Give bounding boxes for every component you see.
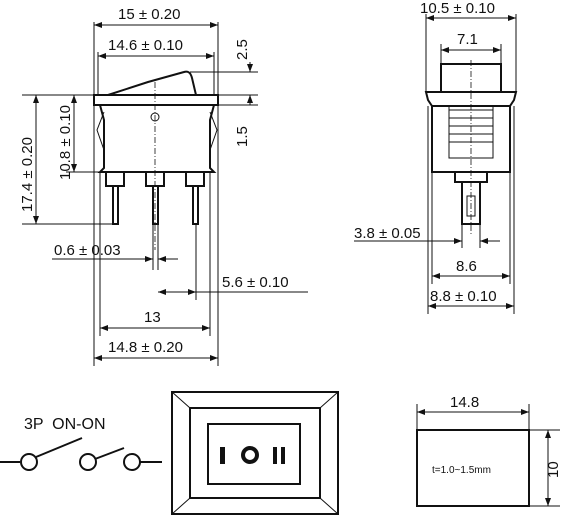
contact-left <box>20 453 38 471</box>
side-bezel <box>93 94 219 106</box>
dim-cutout-width: 14.8 <box>450 394 479 411</box>
pin-left <box>112 185 119 225</box>
panel-cutout: 14.8 10 t=1.0~1.5mm <box>416 394 562 507</box>
front-bezel-inner <box>189 407 321 499</box>
dim-width-rocker: 14.6 ± 0.10 <box>108 37 183 54</box>
pin-center <box>152 185 159 225</box>
front-rocker <box>207 423 301 485</box>
symbol-on <box>220 447 225 464</box>
thickness-note: t=1.0~1.5mm <box>432 465 491 476</box>
dim-pin-span: 13 <box>144 309 161 326</box>
dim-end-body-width: 8.6 <box>456 258 477 275</box>
cutout-rect <box>416 429 530 507</box>
symbol-on-double-a <box>273 447 277 464</box>
dim-cutout-height: 10 <box>545 461 562 478</box>
dim-flange-height: 1.5 <box>234 126 251 147</box>
dim-rocker-height: 2.5 <box>234 39 251 60</box>
circuit-label: 3P ON-ON <box>24 416 106 433</box>
symbol-on-double-b <box>281 447 285 464</box>
dim-end-flange-width: 8.8 ± 0.10 <box>430 288 497 305</box>
contact-right <box>123 453 141 471</box>
front-bezel-outer <box>171 391 339 515</box>
side-body <box>97 104 217 173</box>
dim-end-rocker-width: 7.1 <box>457 31 478 48</box>
circuit-schematic: 3P ON-ON <box>0 416 162 471</box>
dim-end-width-top: 10.5 ± 0.10 <box>420 0 495 17</box>
dim-pin-thickness: 0.6 ± 0.03 <box>54 242 121 259</box>
side-view: 15 ± 0.20 14.6 ± 0.10 2.5 1.5 17.4 ± 0.2… <box>19 6 308 366</box>
dim-pin-pitch: 5.6 ± 0.10 <box>222 274 289 291</box>
symbol-off <box>241 446 259 464</box>
dim-body-width: 14.8 ± 0.20 <box>108 339 183 356</box>
dim-height-body: 10.8 ± 0.10 <box>57 105 74 180</box>
pin-right <box>192 185 199 225</box>
dim-terminal-width: 3.8 ± 0.05 <box>354 225 421 242</box>
front-view <box>171 391 339 515</box>
dim-width-overall: 15 ± 0.20 <box>118 6 180 23</box>
contact-center <box>79 453 97 471</box>
end-view: 10.5 ± 0.10 7.1 3.8 ± 0.05 8.6 8.8 ± 0.1… <box>354 0 518 314</box>
dim-height-total: 17.4 ± 0.20 <box>19 137 36 212</box>
rocker-actuator <box>107 70 198 96</box>
